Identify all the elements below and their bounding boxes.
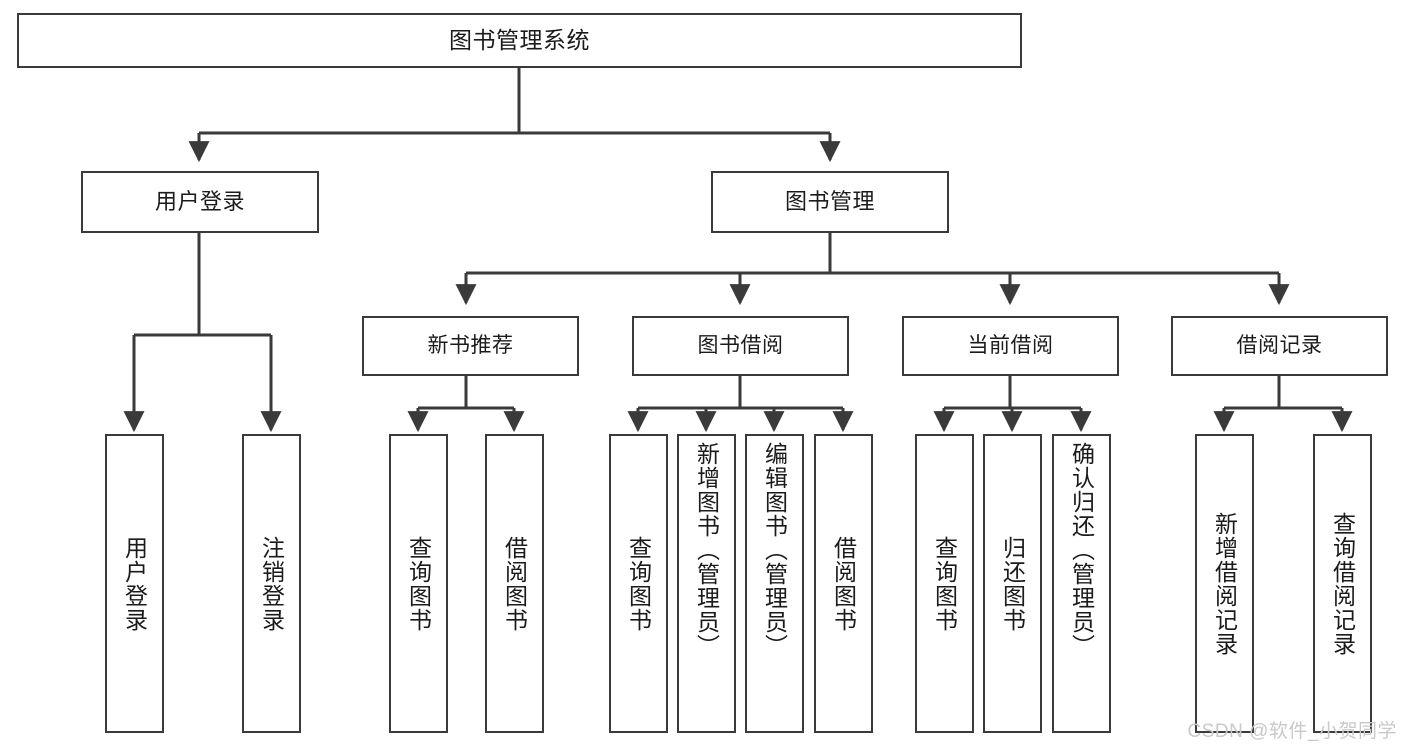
leaf-borrow-book[interactable]: 借阅图书 bbox=[814, 434, 873, 733]
leaf-query-book-borrow[interactable]: 查询图书 bbox=[609, 434, 668, 733]
node-label: 用户登录 bbox=[121, 535, 148, 632]
leaf-add-book-admin[interactable]: 新增图书（管理员） bbox=[677, 434, 736, 733]
leaf-return-book[interactable]: 归还图书 bbox=[983, 434, 1042, 733]
leaf-confirm-return-admin[interactable]: 确认归还（管理员） bbox=[1052, 434, 1111, 733]
node-current-borrow[interactable]: 当前借阅 bbox=[902, 316, 1119, 376]
node-label: 图书管理 bbox=[784, 189, 875, 215]
node-borrow-record[interactable]: 借阅记录 bbox=[1171, 316, 1388, 376]
node-label: 归还图书 bbox=[999, 535, 1026, 632]
node-label: 借阅记录 bbox=[1236, 333, 1323, 357]
node-root-book-management-system[interactable]: 图书管理系统 bbox=[17, 13, 1022, 68]
node-label: 图书借阅 bbox=[697, 333, 784, 357]
node-label: 用户登录 bbox=[154, 189, 245, 215]
node-label: 新书推荐 bbox=[427, 333, 514, 357]
node-label: 借阅图书 bbox=[830, 535, 857, 632]
node-label: 新增图书（管理员） bbox=[693, 442, 720, 658]
node-label: 注销登录 bbox=[258, 535, 285, 632]
node-label: 编辑图书（管理员） bbox=[761, 442, 788, 658]
node-label: 借阅图书 bbox=[501, 535, 528, 632]
node-label: 查询图书 bbox=[931, 535, 958, 632]
node-label: 新增借阅记录 bbox=[1211, 511, 1238, 656]
node-new-book-recommend[interactable]: 新书推荐 bbox=[362, 316, 579, 376]
leaf-query-book-recommend[interactable]: 查询图书 bbox=[389, 434, 448, 733]
leaf-user-login[interactable]: 用户登录 bbox=[105, 434, 164, 733]
node-label: 当前借阅 bbox=[967, 333, 1054, 357]
node-label: 查询图书 bbox=[625, 535, 652, 632]
node-book-borrow[interactable]: 图书借阅 bbox=[632, 316, 849, 376]
watermark-text: CSDN @软件_小贺同学 bbox=[1187, 721, 1397, 742]
node-user-login[interactable]: 用户登录 bbox=[81, 171, 319, 233]
node-label: 确认归还（管理员） bbox=[1068, 442, 1095, 658]
leaf-edit-book-admin[interactable]: 编辑图书（管理员） bbox=[745, 434, 804, 733]
node-label: 图书管理系统 bbox=[449, 26, 590, 53]
leaf-logout[interactable]: 注销登录 bbox=[242, 434, 301, 733]
leaf-borrow-book-recommend[interactable]: 借阅图书 bbox=[485, 434, 544, 733]
node-book-management[interactable]: 图书管理 bbox=[711, 171, 949, 233]
leaf-query-borrow-record[interactable]: 查询借阅记录 bbox=[1313, 434, 1372, 733]
leaf-query-book-current[interactable]: 查询图书 bbox=[915, 434, 974, 733]
node-label: 查询图书 bbox=[405, 535, 432, 632]
leaf-add-borrow-record[interactable]: 新增借阅记录 bbox=[1195, 434, 1254, 733]
node-label: 查询借阅记录 bbox=[1329, 511, 1356, 656]
